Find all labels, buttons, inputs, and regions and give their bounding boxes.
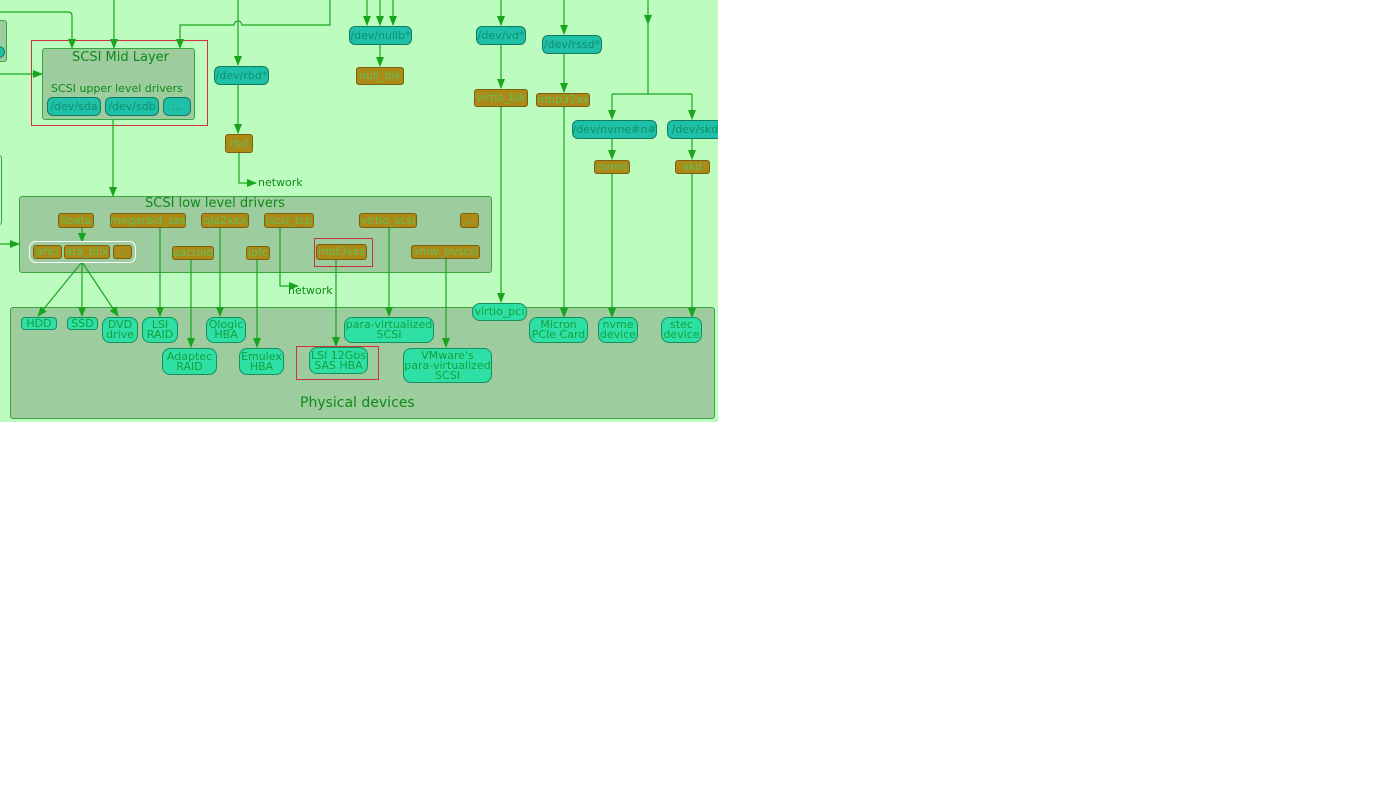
device-adaptec-raid: Adaptec RAID	[162, 348, 217, 375]
node-virtio-blk: virtio_blk	[474, 89, 528, 107]
device-vmware-pvscsi: VMware's para-virtualized SCSI	[403, 348, 492, 383]
scsi-low-level-title: SCSI low level drivers	[145, 196, 285, 211]
wire-ata-hdd	[37, 261, 83, 317]
node-dev-rbd: /dev/rbd*	[214, 66, 269, 85]
physical-devices-title: Physical devices	[300, 395, 415, 411]
wire-top-3	[176, 0, 331, 49]
node-null-blk: null_blk	[356, 67, 404, 85]
device-lsi-raid: LSI RAID	[142, 317, 178, 343]
scsi-upper-drivers-title: SCSI upper level drivers	[51, 82, 183, 95]
device-paravirt-scsi: para-virtualized SCSI	[344, 317, 434, 343]
node-dev-skd: /dev/skd	[667, 120, 718, 139]
label-network-iscsi: network	[288, 284, 333, 297]
wire-iscsi-net	[279, 228, 299, 290]
node-ahci: ahci	[33, 245, 62, 259]
node-dots-upper: ...	[163, 97, 191, 116]
node-qla2xxx: qla2xxx	[201, 213, 249, 228]
storage-stack-diagram: SCSI low level drivers Physical devices …	[0, 0, 718, 422]
device-micron-pcie: Micron PCIe Card	[529, 317, 588, 343]
node-skd: skd	[675, 160, 710, 174]
node-mtip32xx: mtip32xx	[536, 93, 590, 107]
node-ata-piix: ata_piix	[64, 245, 110, 259]
wire-top-1	[0, 11, 76, 49]
left-partial-box	[0, 20, 7, 62]
device-lsi-12gbs: LSI 12Gbs SAS HBA	[309, 347, 368, 374]
device-stec: stec device	[661, 317, 702, 343]
node-vmw-pvscsi: vmw_pvscsi	[411, 245, 480, 259]
device-hdd: HDD	[21, 317, 57, 330]
node-dev-sdb: /dev/sdb	[105, 97, 159, 116]
device-ssd: SSD	[67, 317, 98, 330]
wire-rbd-net	[238, 153, 257, 187]
device-dvd-drive: DVD drive	[102, 317, 138, 343]
scsi-mid-layer-title: SCSI Mid Layer	[72, 50, 170, 65]
node-virtio-pci: virtio_pci	[472, 303, 527, 321]
node-dev-sda: /dev/sda	[47, 97, 101, 116]
node-dev-nvme: /dev/nvme#n#	[572, 120, 657, 139]
node-libata: libata	[58, 213, 94, 228]
node-dots-ata: ...	[113, 245, 132, 259]
node-nvme: nvme	[594, 160, 630, 174]
wire-nvme-split	[612, 24, 692, 95]
node-megaraid-sas: megaraid_sas	[109, 213, 187, 228]
node-aacraid: aacraid	[172, 246, 214, 260]
highlight-scsi-mid	[31, 40, 208, 126]
device-nvme: nvme device	[598, 317, 638, 343]
node-dev-rssd: /dev/rssd*	[542, 35, 602, 54]
node-virtio-scsi: virtio_scsi	[359, 213, 417, 228]
node-dots-low: ...	[460, 213, 479, 228]
highlight-mpt3sas	[314, 238, 373, 267]
device-emulex-hba: Emulex HBA	[239, 348, 284, 375]
wire-ata-dvd	[81, 261, 119, 317]
node-iscsi-tcp: iscsi_tcp	[264, 213, 314, 228]
device-qlogic-hba: Qlogic HBA	[206, 317, 246, 343]
node-dev-nullb: /dev/nullb*	[349, 26, 412, 45]
node-dev-vd: /dev/vd*	[476, 26, 526, 45]
node-mpt3sas: mpt3sas	[316, 244, 367, 260]
node-lpfc: lpfc	[246, 246, 270, 260]
connector-arrows	[0, 0, 696, 348]
label-network-rbd: network	[258, 176, 303, 189]
node-rbd: rbd	[225, 134, 253, 153]
